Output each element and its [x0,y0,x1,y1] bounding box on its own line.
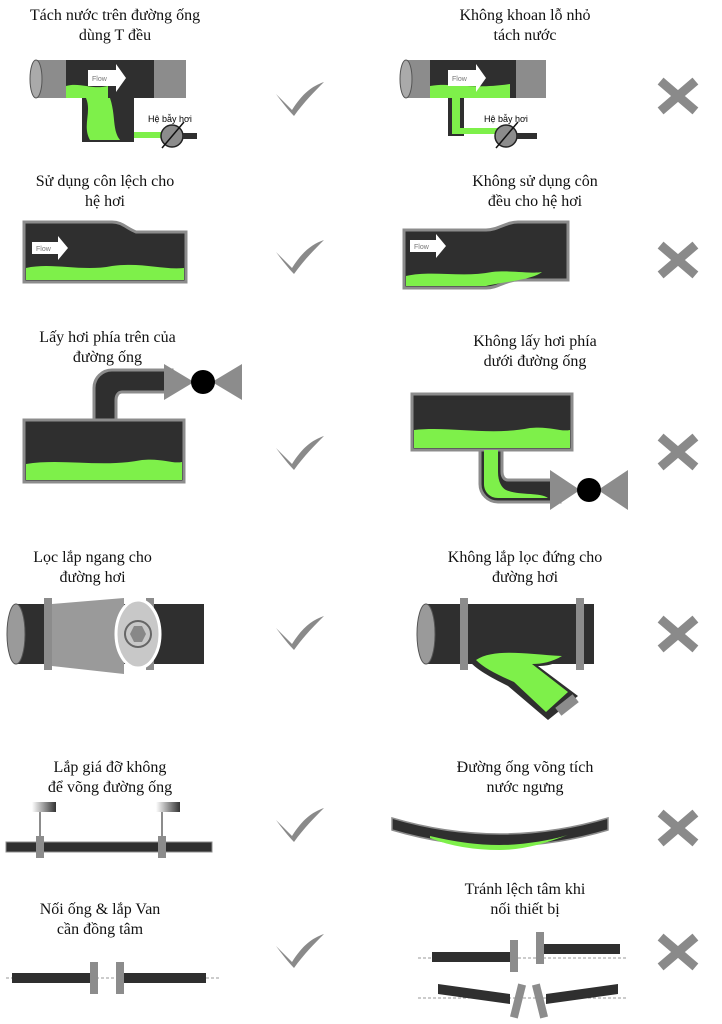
concentric-reducer-diagram: Flow [402,220,570,290]
caption-no-concentric-reducer: Không sử dụng côn đều cho hệ hơi [472,173,598,210]
eccentric-reducer-diagram: Flow [22,220,188,284]
check-icon [276,616,324,650]
flow-label: Flow [36,246,52,253]
check-icon [276,808,324,842]
flow-label: Flow [414,244,430,251]
check-icon [276,436,324,470]
cross-icon [657,809,699,847]
check-icon [276,82,324,116]
caption-pipe-supports: Lắp giá đỡ không để võng đường ống [47,759,173,796]
cross-icon [657,615,699,653]
small-hole-diagram: Flow Hệ bẫy hơi [399,59,546,149]
caption-avoid-misalignment: Tránh lệch tâm khi nối thiết bị [464,881,586,918]
steam-system-label: Hệ bẫy hơi [484,114,528,124]
cross-icon [657,933,699,971]
caption-horizontal-strainer: Lọc lắp ngang cho đường hơi [33,549,152,586]
caption-no-bottom-takeoff: Không lấy hơi phía dưới đường ống [473,333,597,370]
cross-icon [657,77,699,115]
caption-tee-separation: Tách nước trên đường ống dùng T đều [29,7,201,44]
caption-eccentric-reducer: Sử dụng côn lệch cho hệ hơi [35,173,175,210]
caption-no-small-hole: Không khoan lỗ nhỏ tách nước [459,7,591,44]
tee-separator-diagram: Flow Hệ bẫy hơi [29,59,197,149]
flow-label: Flow [92,76,108,83]
cross-icon [657,433,699,471]
caption-sagging-pipe: Đường ống võng tích nước ngưng [456,759,594,796]
check-icon [276,934,324,968]
sagging-pipe-diagram [391,816,609,850]
pipe-supports-diagram [5,802,213,858]
flow-label: Flow [452,76,468,83]
check-icon [276,240,324,274]
concentric-joint-diagram [6,962,220,994]
misaligned-joint-diagram [418,932,628,1019]
vertical-strainer-diagram [416,598,594,720]
top-takeoff-diagram [22,364,242,484]
steam-system-label: Hệ bẫy hơi [148,114,192,124]
caption-no-vertical-strainer: Không lắp lọc đứng cho đường hơi [447,549,603,586]
caption-top-takeoff: Lấy hơi phía trên của đường ống [39,329,176,366]
caption-concentric-joint: Nối ống & lắp Van cần đồng tâm [39,901,161,938]
cross-icon [657,241,699,279]
bottom-takeoff-diagram [410,392,628,510]
horizontal-strainer-diagram [6,598,204,674]
